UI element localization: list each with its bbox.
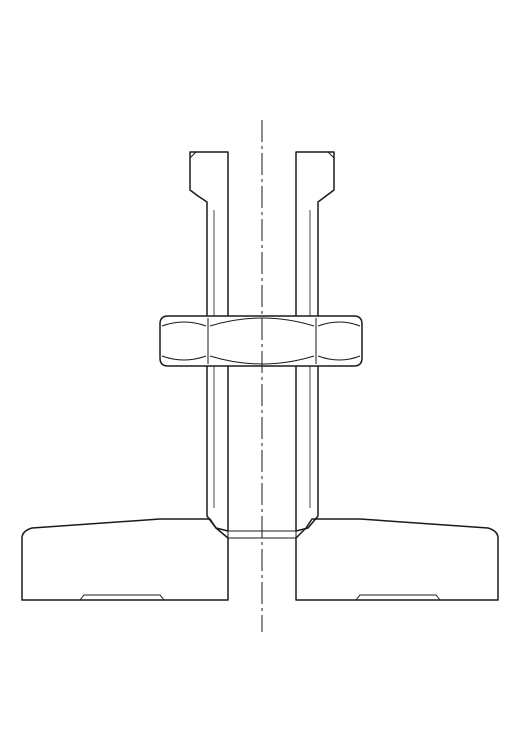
base-left-recess: [79, 594, 165, 601]
hex-lock-nut: [159, 315, 363, 367]
sleeve-right-wall: [295, 151, 335, 532]
hex-nut-outline: [159, 315, 363, 367]
base-plate-right-section: [295, 518, 499, 601]
base-right-recess: [355, 594, 441, 601]
base-plate-left-section: [21, 518, 229, 601]
base-plate: [21, 518, 499, 601]
